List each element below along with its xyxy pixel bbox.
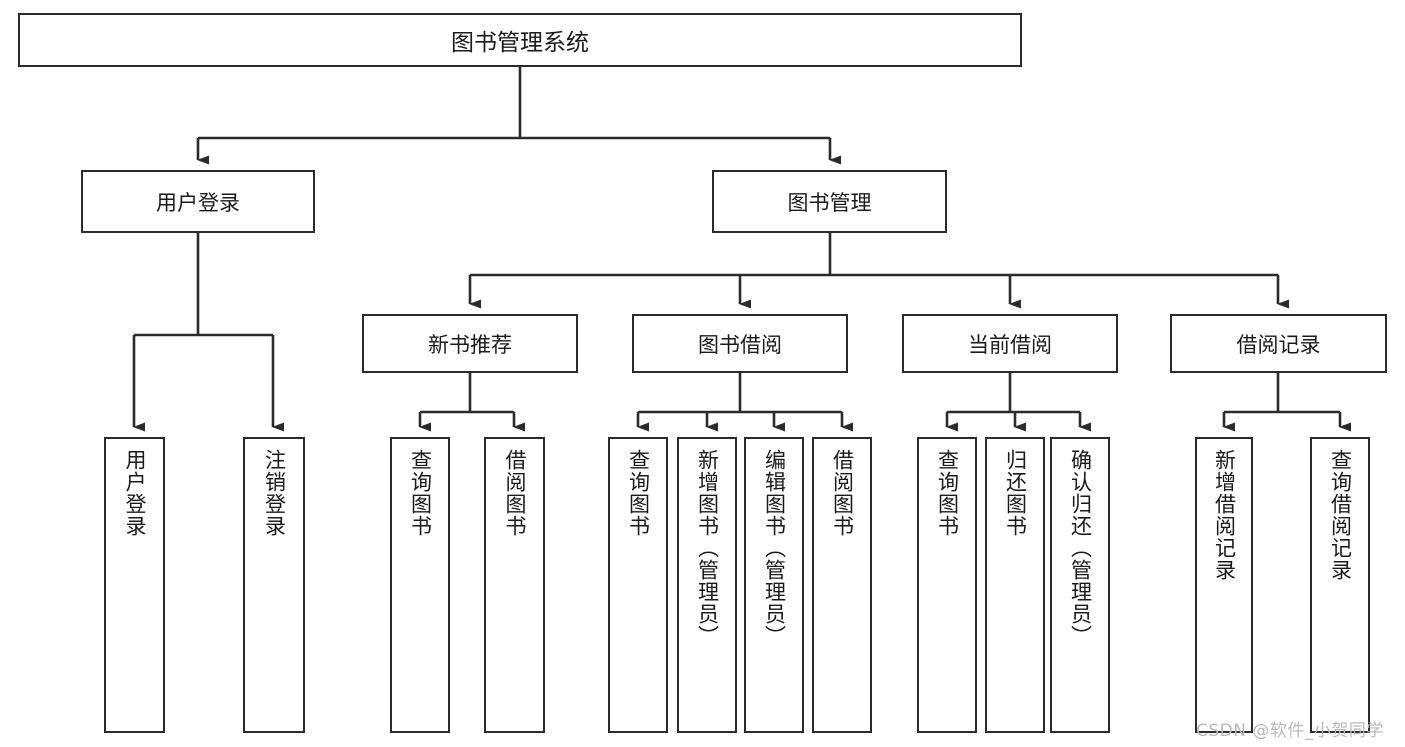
leaf-label: 查询借阅记录 — [1328, 449, 1353, 581]
leaf-confirm-return-admin[interactable]: 确认归还（管理员） — [1050, 437, 1110, 733]
leaf-label: 查询图书 — [935, 449, 960, 537]
node-borrow-record[interactable]: 借阅记录 — [1170, 314, 1387, 373]
leaf-query-borrow-record[interactable]: 查询借阅记录 — [1310, 437, 1370, 733]
leaf-borrow-book-recommend[interactable]: 借阅图书 — [484, 437, 545, 733]
node-user-login-label: 用户登录 — [156, 190, 240, 215]
leaf-add-borrow-record[interactable]: 新增借阅记录 — [1195, 437, 1253, 733]
node-root[interactable]: 图书管理系统 — [18, 13, 1022, 67]
node-new-book-recommend[interactable]: 新书推荐 — [362, 314, 578, 373]
leaf-user-login[interactable]: 用户登录 — [104, 437, 165, 733]
leaf-query-book-borrow[interactable]: 查询图书 — [608, 437, 668, 733]
leaf-label: 归还图书 — [1003, 449, 1028, 537]
node-new-book-recommend-label: 新书推荐 — [428, 332, 512, 357]
leaf-label: 查询图书 — [408, 449, 433, 537]
node-book-management[interactable]: 图书管理 — [712, 170, 947, 233]
leaf-label: 新增借阅记录 — [1212, 449, 1237, 581]
node-current-borrow-label: 当前借阅 — [968, 332, 1052, 357]
node-book-management-label: 图书管理 — [787, 190, 872, 215]
leaf-label: 借阅图书 — [502, 449, 527, 537]
leaf-label: 新增图书（管理员） — [695, 449, 720, 647]
leaf-query-book-recommend[interactable]: 查询图书 — [390, 437, 450, 733]
leaf-query-book-current[interactable]: 查询图书 — [917, 437, 977, 733]
node-book-borrow-label: 图书借阅 — [698, 332, 782, 357]
csdn-watermark: CSDN @软件_小贺同学 — [1196, 721, 1384, 741]
leaf-label: 用户登录 — [122, 449, 147, 537]
leaf-add-book-admin[interactable]: 新增图书（管理员） — [677, 437, 737, 733]
leaf-borrow-book[interactable]: 借阅图书 — [812, 437, 872, 733]
node-user-login[interactable]: 用户登录 — [81, 170, 315, 233]
leaf-return-book[interactable]: 归还图书 — [985, 437, 1045, 733]
leaf-label: 编辑图书（管理员） — [762, 449, 787, 647]
leaf-label: 确认归还（管理员） — [1068, 449, 1093, 647]
leaf-label: 查询图书 — [626, 449, 651, 537]
node-book-borrow[interactable]: 图书借阅 — [632, 314, 848, 373]
node-root-label: 图书管理系统 — [451, 30, 589, 56]
leaf-label: 借阅图书 — [830, 449, 855, 537]
node-borrow-record-label: 借阅记录 — [1236, 332, 1321, 357]
node-current-borrow[interactable]: 当前借阅 — [902, 314, 1118, 373]
leaf-edit-book-admin[interactable]: 编辑图书（管理员） — [744, 437, 804, 733]
leaf-user-logout[interactable]: 注销登录 — [243, 437, 305, 733]
leaf-label: 注销登录 — [262, 449, 287, 537]
